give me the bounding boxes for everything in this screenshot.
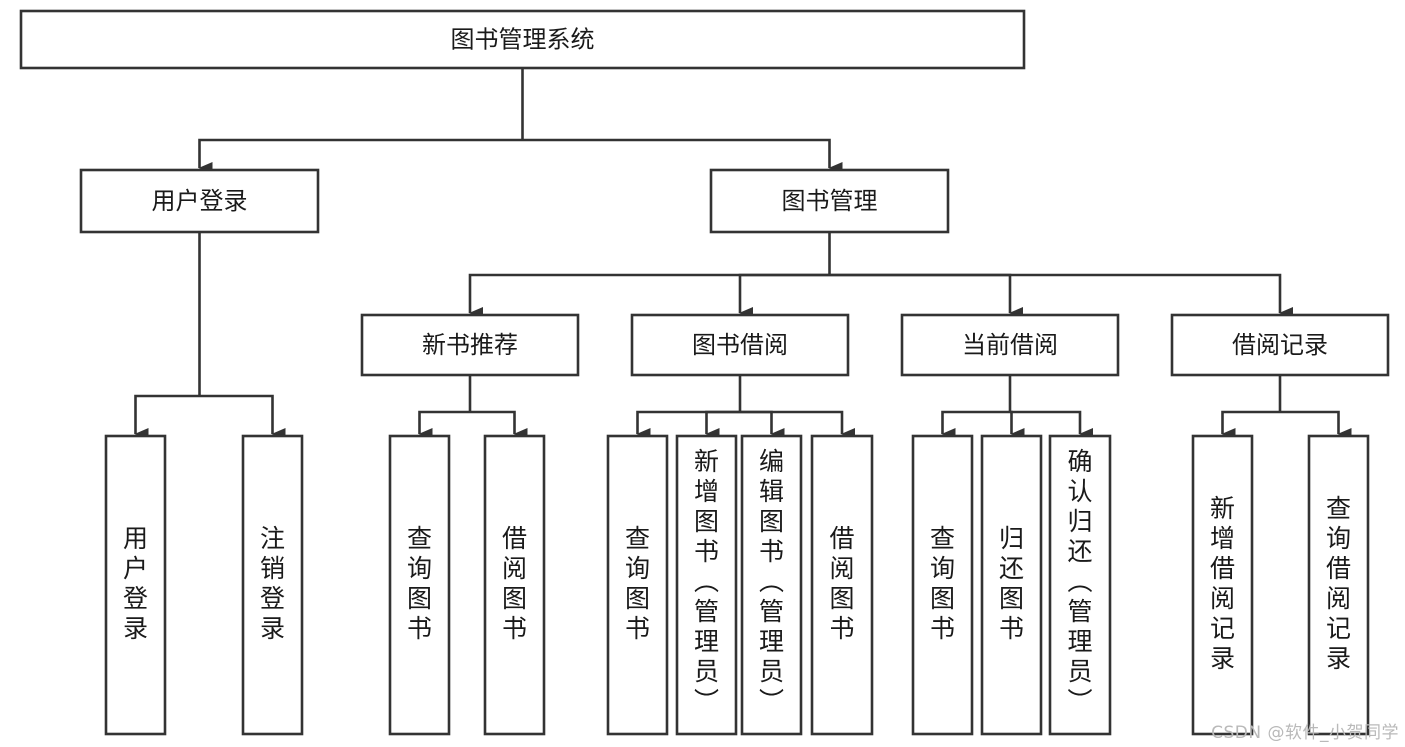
node-leaf-12-label: 查询借阅记录 (1326, 494, 1351, 673)
node-level2-1-label: 图书管理 (782, 187, 878, 215)
leafgroup-新书推荐-edge-0 (418, 410, 470, 440)
node-level3-2[interactable]: 当前借阅 (900, 313, 1120, 377)
node-leaf-10-label: 确认归还︵管理员︶ (1067, 447, 1092, 716)
node-level2-1-box[interactable] (709, 168, 950, 234)
root-to-level2-edge-1 (522, 138, 843, 174)
leafgroup-当前借阅-edge-2 (1010, 410, 1093, 440)
node-leaf-4-label: 查询图书 (625, 524, 650, 643)
leafgroup-新书推荐-edge-1 (470, 410, 528, 440)
node-leaf-10[interactable]: 确认归还︵管理员︶ (1048, 434, 1112, 736)
node-level3-3-label: 借阅记录 (1232, 331, 1328, 359)
leafgroup-借阅记录-edge-1 (1280, 410, 1352, 440)
node-level3-0-box[interactable] (360, 313, 580, 377)
node-level2-0[interactable]: 用户登录 (79, 168, 320, 234)
leafgroup-图书借阅-edge-0 (636, 410, 740, 440)
node-leaf-5[interactable]: 新增图书︵管理员︶ (675, 434, 738, 736)
leafgroup-图书借阅-edge-3 (740, 410, 855, 440)
node-leaf-2-label: 查询图书 (407, 524, 432, 643)
root-to-level2-edge-0 (198, 138, 523, 174)
node-root[interactable]: 图书管理系统 (19, 9, 1026, 70)
node-leaf-7[interactable]: 借阅图书 (810, 434, 874, 736)
bookmgmt-to-level3-edge-3 (829, 273, 1293, 319)
node-leaf-6-box[interactable] (740, 434, 803, 736)
node-leaf-9-label: 归还图书 (999, 524, 1024, 643)
node-leaf-3-label: 借阅图书 (502, 524, 527, 643)
node-level3-3-box[interactable] (1170, 313, 1390, 377)
node-leaf-12[interactable]: 查询借阅记录 (1307, 434, 1370, 736)
node-leaf-11-box[interactable] (1191, 434, 1254, 736)
node-level3-1-label: 图书借阅 (692, 331, 788, 359)
node-leaf-7-label: 借阅图书 (829, 524, 854, 643)
node-level3-2-label: 当前借阅 (962, 331, 1058, 359)
node-leaf-4-box[interactable] (606, 434, 669, 736)
node-leaf-9[interactable]: 归还图书 (980, 434, 1043, 736)
node-leaf-2[interactable]: 查询图书 (388, 434, 451, 736)
bookmgmt-to-level3-edge-1 (738, 273, 830, 319)
leafgroup-借阅记录-edge-0 (1221, 410, 1280, 440)
node-level3-1-box[interactable] (630, 313, 850, 377)
node-leaf-11[interactable]: 新增借阅记录 (1191, 434, 1254, 736)
node-leaf-3[interactable]: 借阅图书 (483, 434, 546, 736)
node-level3-0-label: 新书推荐 (422, 331, 518, 359)
leafgroup-用户登录-edge-1 (199, 394, 286, 440)
leafgroup-图书借阅-edge-2 (740, 410, 785, 440)
leafgroup-图书借阅-edge-1 (705, 410, 740, 440)
bookmgmt-to-level3-edge-0 (468, 273, 830, 319)
node-leaf-8[interactable]: 查询图书 (911, 434, 974, 736)
node-leaf-0[interactable]: 用户登录 (104, 434, 167, 736)
node-level2-1[interactable]: 图书管理 (709, 168, 950, 234)
node-leaf-9-box[interactable] (980, 434, 1043, 736)
leafgroup-用户登录-edge-0 (134, 394, 200, 440)
node-level3-3[interactable]: 借阅记录 (1170, 313, 1390, 377)
node-leaf-5-label: 新增图书︵管理员︶ (694, 447, 719, 716)
connector-edges (134, 68, 1352, 440)
watermark-credit: CSDN @软件_小贺同学 (1211, 723, 1399, 743)
node-leaf-12-box[interactable] (1307, 434, 1370, 736)
node-leaf-8-box[interactable] (911, 434, 974, 736)
node-leaf-5-box[interactable] (675, 434, 738, 736)
node-root-label: 图书管理系统 (451, 26, 595, 54)
node-leaf-10-box[interactable] (1048, 434, 1112, 736)
node-level3-2-box[interactable] (900, 313, 1120, 377)
node-level2-0-label: 用户登录 (152, 187, 248, 215)
node-leaf-6[interactable]: 编辑图书︵管理员︶ (740, 434, 803, 736)
node-level3-1[interactable]: 图书借阅 (630, 313, 850, 377)
node-leaf-1[interactable]: 注销登录 (241, 434, 304, 736)
node-leaf-4[interactable]: 查询图书 (606, 434, 669, 736)
node-leaf-11-label: 新增借阅记录 (1210, 494, 1235, 673)
node-root-box[interactable] (19, 9, 1026, 70)
bookmgmt-to-level3-edge-2 (829, 273, 1023, 319)
leafgroup-当前借阅-edge-0 (941, 410, 1010, 440)
node-leaf-6-label: 编辑图书︵管理员︶ (759, 447, 784, 716)
node-leaf-0-box[interactable] (104, 434, 167, 736)
leafgroup-当前借阅-edge-1 (1010, 410, 1025, 440)
node-boxes: 图书管理系统用户登录图书管理新书推荐图书借阅当前借阅借阅记录用户登录注销登录查询… (19, 9, 1390, 736)
node-leaf-8-label: 查询图书 (930, 524, 955, 643)
node-leaf-1-label: 注销登录 (260, 524, 285, 643)
node-leaf-0-label: 用户登录 (123, 524, 148, 643)
node-leaf-1-box[interactable] (241, 434, 304, 736)
node-leaf-7-box[interactable] (810, 434, 874, 736)
node-leaf-3-box[interactable] (483, 434, 546, 736)
node-level3-0[interactable]: 新书推荐 (360, 313, 580, 377)
node-level2-0-box[interactable] (79, 168, 320, 234)
node-leaf-2-box[interactable] (388, 434, 451, 736)
